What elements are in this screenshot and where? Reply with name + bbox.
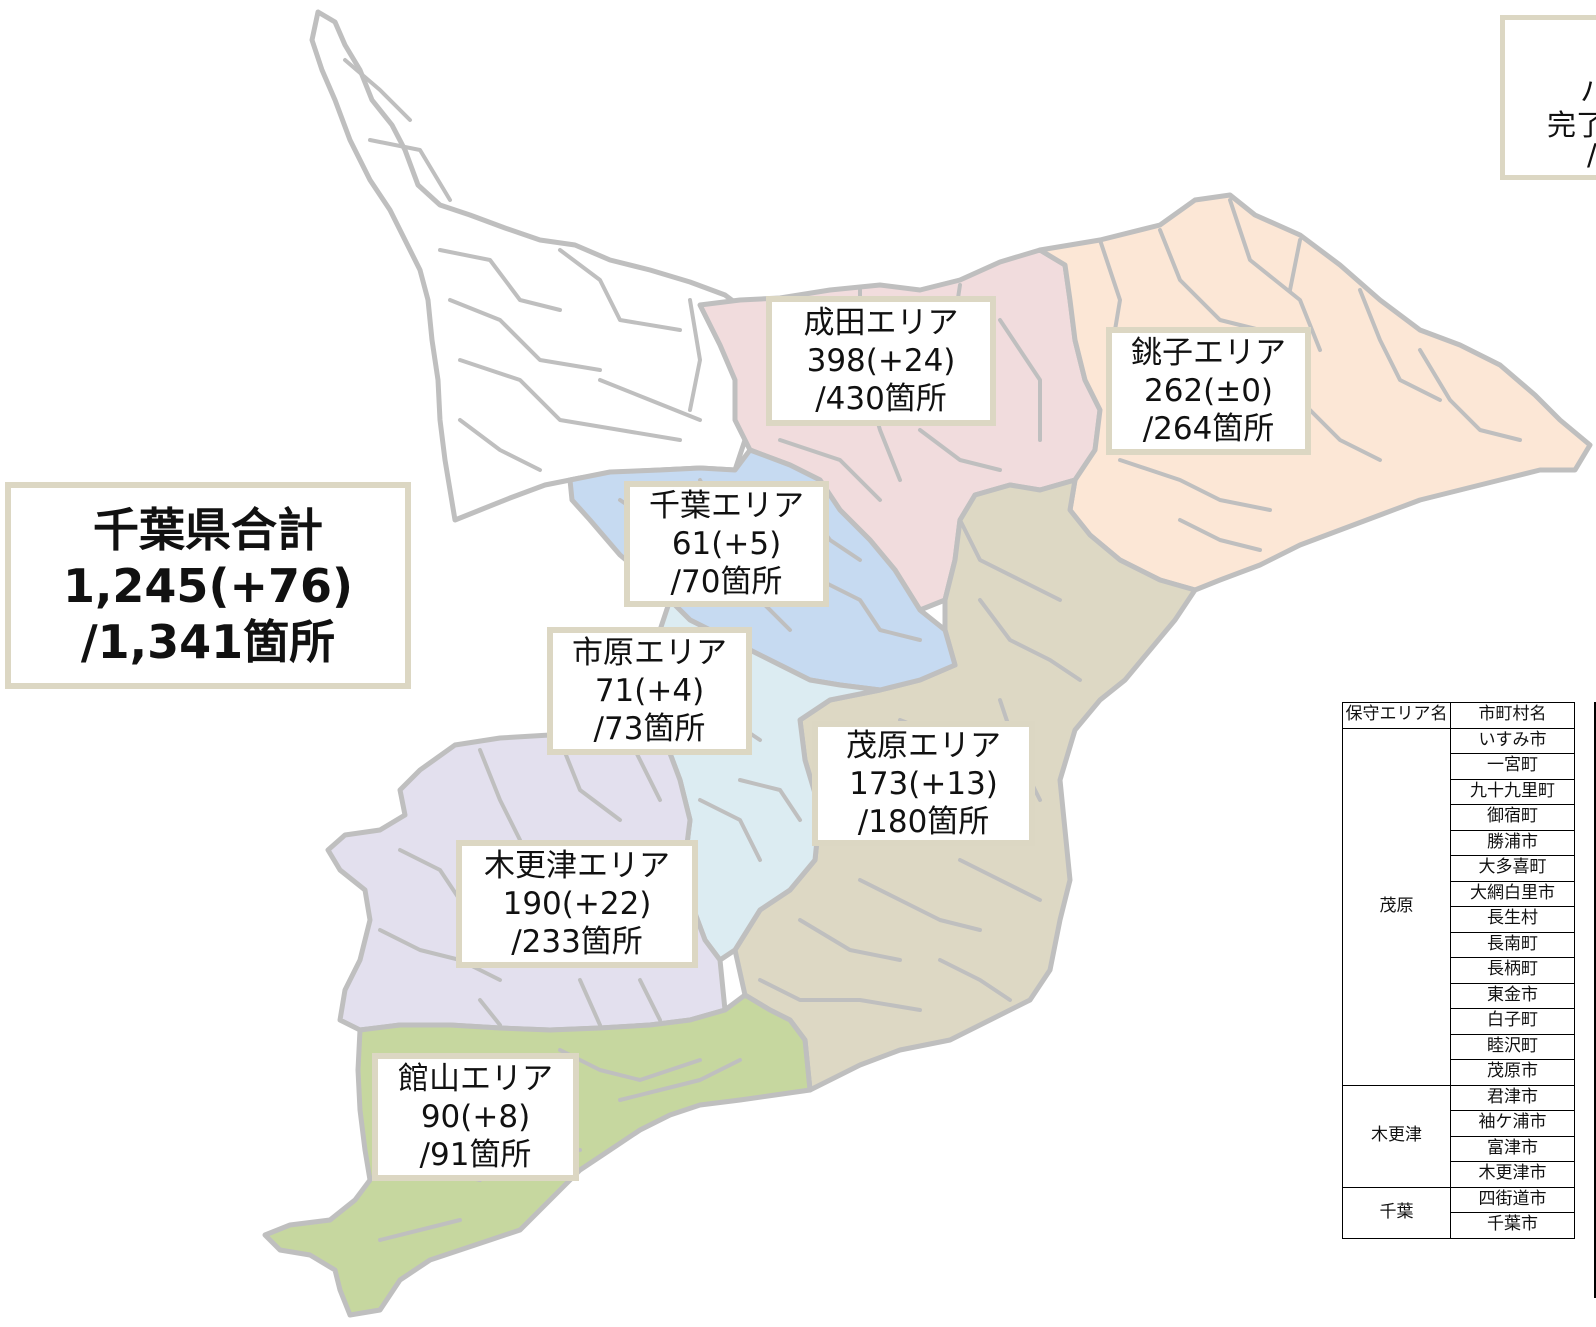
- table-row: 千葉市: [1343, 1212, 1575, 1239]
- table-cell-city: 東金市: [1450, 982, 1575, 1009]
- table-row: 茂原市: [1343, 1059, 1575, 1086]
- table-row: 勝浦市: [1343, 829, 1575, 856]
- table-row: 白子町: [1343, 1008, 1575, 1035]
- area-value: 61(+5): [671, 526, 782, 562]
- table-row: 睦沢町: [1343, 1033, 1575, 1060]
- table-cell-area: 千葉: [1342, 1186, 1451, 1239]
- area-capacity: /264箇所: [1142, 411, 1275, 447]
- legend-line-2: 完了: [1547, 108, 1596, 142]
- area-name: 銚子エリア: [1131, 335, 1286, 371]
- total-title: 千葉県合計: [93, 502, 323, 557]
- area-name: 茂原エリア: [846, 727, 1001, 764]
- area-capacity: /233箇所: [511, 924, 643, 960]
- area-name: 市原エリア: [572, 635, 727, 671]
- area-label-narita: 成田エリア 398(+24) /430箇所: [766, 296, 996, 426]
- legend-line-1: ハ: [1580, 74, 1596, 108]
- area-capacity: /430箇所: [815, 381, 947, 417]
- table-row: 千葉四街道市: [1342, 1186, 1575, 1239]
- table-cell-area: 木更津: [1342, 1084, 1451, 1188]
- area-label-choshi: 銚子エリア 262(±0) /264箇所: [1106, 327, 1311, 455]
- table-cell-city: 睦沢町: [1450, 1033, 1575, 1060]
- table-cell-area: 茂原: [1342, 727, 1451, 1086]
- table-cell-city: 勝浦市: [1450, 829, 1575, 856]
- area-name: 館山エリア: [398, 1061, 553, 1097]
- area-value: 71(+4): [594, 673, 705, 709]
- area-capacity: /91箇所: [419, 1137, 532, 1173]
- table-cell-city: 九十九里町: [1450, 778, 1575, 805]
- area-value: 173(+13): [849, 765, 998, 802]
- table-cell-city: 御宿町: [1450, 804, 1575, 831]
- total-capacity: /1,341箇所: [80, 614, 336, 669]
- legend-line-3: /: [1587, 138, 1596, 172]
- area-name: 成田エリア: [803, 305, 959, 341]
- legend-box-partial: ハ 完了 /: [1500, 15, 1596, 180]
- region-choshi: [1037, 192, 1593, 593]
- area-value: 90(+8): [420, 1099, 531, 1135]
- second-table-edge: [1594, 702, 1596, 1298]
- table-cell-city: 長柄町: [1450, 957, 1575, 984]
- area-value: 262(±0): [1143, 373, 1274, 409]
- table-cell-city: 富津市: [1450, 1135, 1575, 1162]
- area-label-ichihara: 市原エリア 71(+4) /73箇所: [547, 627, 752, 755]
- table-row: 大網白里市: [1343, 880, 1575, 907]
- table-row: 大多喜町: [1343, 855, 1575, 882]
- table-cell-city: 茂原市: [1450, 1059, 1575, 1086]
- table-cell-city: 大網白里市: [1450, 880, 1575, 907]
- area-name: 千葉エリア: [649, 488, 804, 524]
- table-row: 長生村: [1343, 906, 1575, 933]
- header-area: 保守エリア名: [1342, 702, 1451, 729]
- table-cell-city: 長生村: [1450, 906, 1575, 933]
- area-label-tateyama: 館山エリア 90(+8) /91箇所: [372, 1053, 579, 1181]
- area-label-kisarazu: 木更津エリア 190(+22) /233箇所: [456, 840, 698, 968]
- area-capacity: /70箇所: [670, 564, 783, 600]
- table-cell-city: 大多喜町: [1450, 855, 1575, 882]
- table-row: 長柄町: [1343, 957, 1575, 984]
- prefecture-total-box: 千葉県合計 1,245(+76) /1,341箇所: [5, 482, 411, 689]
- table-row: 木更津市: [1343, 1161, 1575, 1188]
- area-city-table: 保守エリア名 市町村名 茂原いすみ市一宮町九十九里町御宿町勝浦市大多喜町大網白里…: [1342, 702, 1575, 1239]
- table-cell-city: 千葉市: [1450, 1212, 1575, 1239]
- header-city: 市町村名: [1450, 702, 1575, 729]
- table-row: 御宿町: [1343, 804, 1575, 831]
- area-value: 398(+24): [806, 343, 956, 379]
- table-row: 一宮町: [1343, 753, 1575, 780]
- table-cell-city: いすみ市: [1450, 727, 1575, 754]
- total-value: 1,245(+76): [62, 558, 354, 613]
- table-row: 富津市: [1343, 1135, 1575, 1162]
- table-cell-city: 四街道市: [1450, 1186, 1575, 1213]
- table-cell-city: 長南町: [1450, 931, 1575, 958]
- table-row: 茂原いすみ市: [1342, 727, 1575, 1086]
- area-capacity: /180箇所: [857, 803, 990, 840]
- table-cell-city: 白子町: [1450, 1008, 1575, 1035]
- area-capacity: /73箇所: [593, 711, 706, 747]
- table-cell-city: 一宮町: [1450, 753, 1575, 780]
- table-cell-city: 袖ケ浦市: [1450, 1110, 1575, 1137]
- table-row: 長南町: [1343, 931, 1575, 958]
- table-row: 木更津君津市: [1342, 1084, 1575, 1188]
- area-label-chiba: 千葉エリア 61(+5) /70箇所: [624, 481, 829, 607]
- area-name: 木更津エリア: [484, 848, 670, 884]
- area-label-mobara: 茂原エリア 173(+13) /180箇所: [812, 721, 1035, 846]
- table-cell-city: 君津市: [1450, 1084, 1575, 1111]
- table-row: 袖ケ浦市: [1343, 1110, 1575, 1137]
- area-value: 190(+22): [502, 886, 652, 922]
- table-cell-city: 木更津市: [1450, 1161, 1575, 1188]
- table-header-row: 保守エリア名 市町村名: [1342, 702, 1575, 729]
